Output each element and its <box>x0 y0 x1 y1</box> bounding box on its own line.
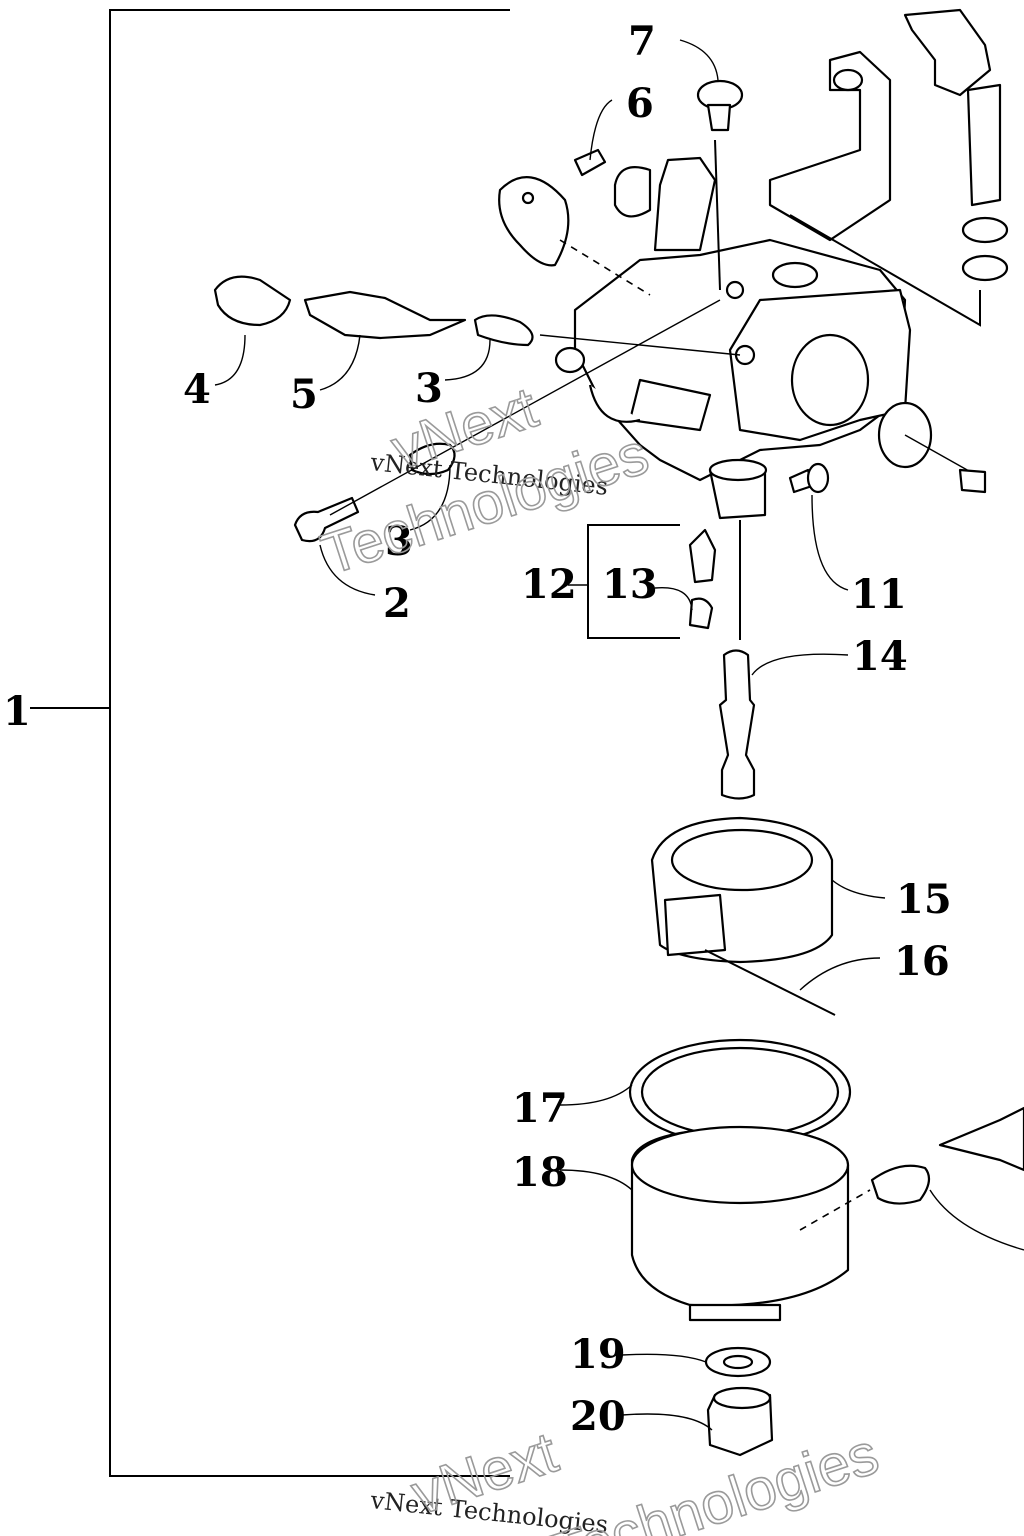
callout-2: 2 <box>383 580 411 627</box>
callout-5: 5 <box>290 371 318 418</box>
bowl-gasket <box>628 1038 852 1146</box>
callout-16: 16 <box>894 938 950 985</box>
assembly-bracket <box>30 9 510 1477</box>
callout-1: 1 <box>3 688 31 735</box>
drain-bolt <box>706 1386 774 1457</box>
callout-19: 19 <box>570 1331 626 1378</box>
screw-11 <box>788 462 830 494</box>
callout-labels: 1 2 3 3 4 5 6 7 11 12 13 14 15 16 17 18 … <box>3 18 952 1440</box>
float-bowl <box>630 1125 850 1322</box>
callout-6: 6 <box>626 80 654 127</box>
carburetor-body <box>554 156 912 520</box>
float <box>650 816 834 964</box>
leader-lines <box>214 39 1024 1431</box>
callout-20: 20 <box>570 1393 626 1440</box>
callout-14: 14 <box>852 633 908 680</box>
float-valve-group <box>587 520 741 640</box>
right-side-parts <box>877 401 987 494</box>
bowl-side-screw <box>799 1106 1024 1231</box>
screw-7 <box>696 79 744 291</box>
callout-3-idle: 3 <box>415 365 443 412</box>
callout-3-pilot: 3 <box>385 518 413 565</box>
callout-15: 15 <box>896 876 952 923</box>
main-jet <box>718 649 756 800</box>
throttle-bracket <box>768 8 1009 327</box>
callout-17: 17 <box>512 1085 568 1132</box>
callout-11: 11 <box>851 571 907 618</box>
callout-18: 18 <box>512 1149 568 1196</box>
throttle-plate <box>498 148 651 296</box>
watermarks: vNext Technologies vNext Technologies vN… <box>313 374 887 1536</box>
idle-screw-parts <box>213 275 741 356</box>
callout-7: 7 <box>628 18 656 65</box>
pilot-screw-parts <box>293 299 721 543</box>
float-pin <box>704 949 836 1016</box>
callout-13: 13 <box>602 561 658 608</box>
callout-4: 4 <box>183 366 211 413</box>
drain-washer <box>704 1346 772 1378</box>
callout-12: 12 <box>521 561 577 608</box>
